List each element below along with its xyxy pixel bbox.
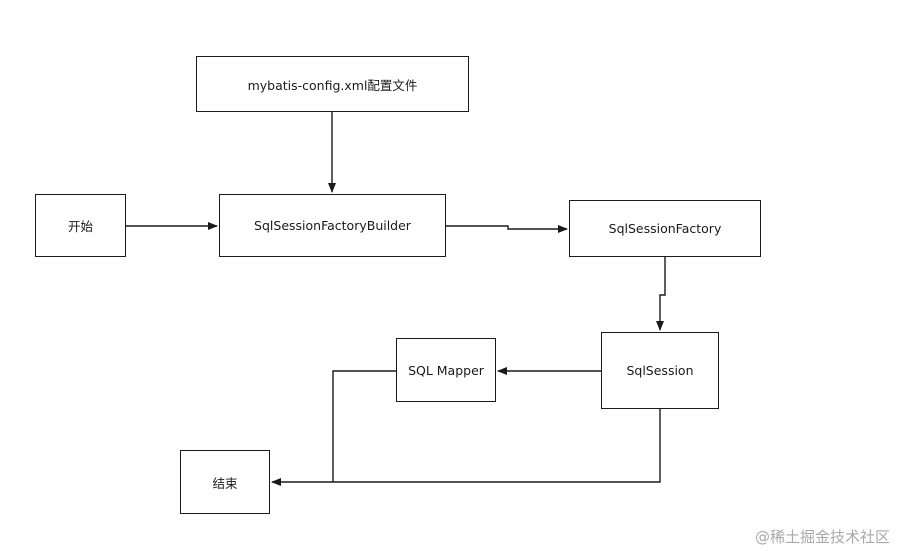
node-session-factory-builder-label: SqlSessionFactoryBuilder xyxy=(254,218,411,233)
edge-session-to-end xyxy=(271,409,661,486)
node-config-file-label: mybatis-config.xml配置文件 xyxy=(247,77,418,93)
node-end-label: 结束 xyxy=(212,475,238,491)
edge-builder-to-factory xyxy=(446,225,568,233)
edge-factory-to-session xyxy=(656,257,666,331)
node-sql-mapper: SQL Mapper xyxy=(396,338,496,402)
edge-mapper-to-end xyxy=(332,370,396,482)
node-start-label: 开始 xyxy=(67,219,93,234)
watermark: @稀土掘金技术社区 xyxy=(754,528,890,546)
node-start: 开始 xyxy=(35,194,126,257)
node-session-factory-builder: SqlSessionFactoryBuilder xyxy=(219,194,446,257)
node-end: 结束 xyxy=(180,450,270,514)
node-sql-mapper-label: SQL Mapper xyxy=(408,362,484,378)
node-session-factory: SqlSessionFactory xyxy=(569,200,761,257)
node-config-file: mybatis-config.xml配置文件 xyxy=(196,56,469,112)
node-sql-session: SqlSession xyxy=(601,332,719,409)
node-session-factory-label: SqlSessionFactory xyxy=(608,221,722,236)
node-sql-session-label: SqlSession xyxy=(626,363,694,378)
